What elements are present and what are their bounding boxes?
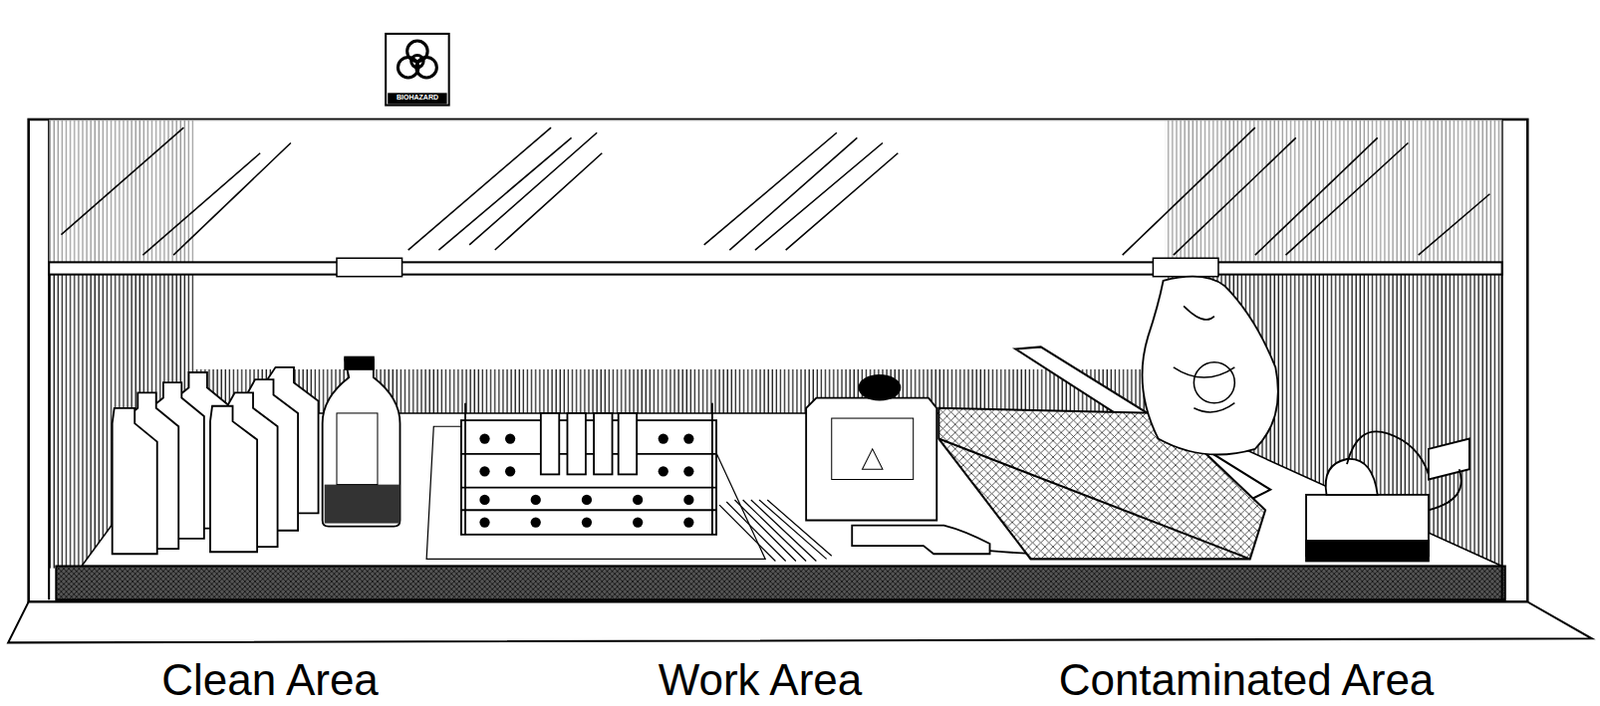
area-label: Work Area [658, 657, 863, 704]
area-label: Contaminated Area [1059, 657, 1435, 704]
area-label: Clean Area [161, 657, 379, 704]
sign-text: BIOHAZARD [396, 93, 439, 101]
